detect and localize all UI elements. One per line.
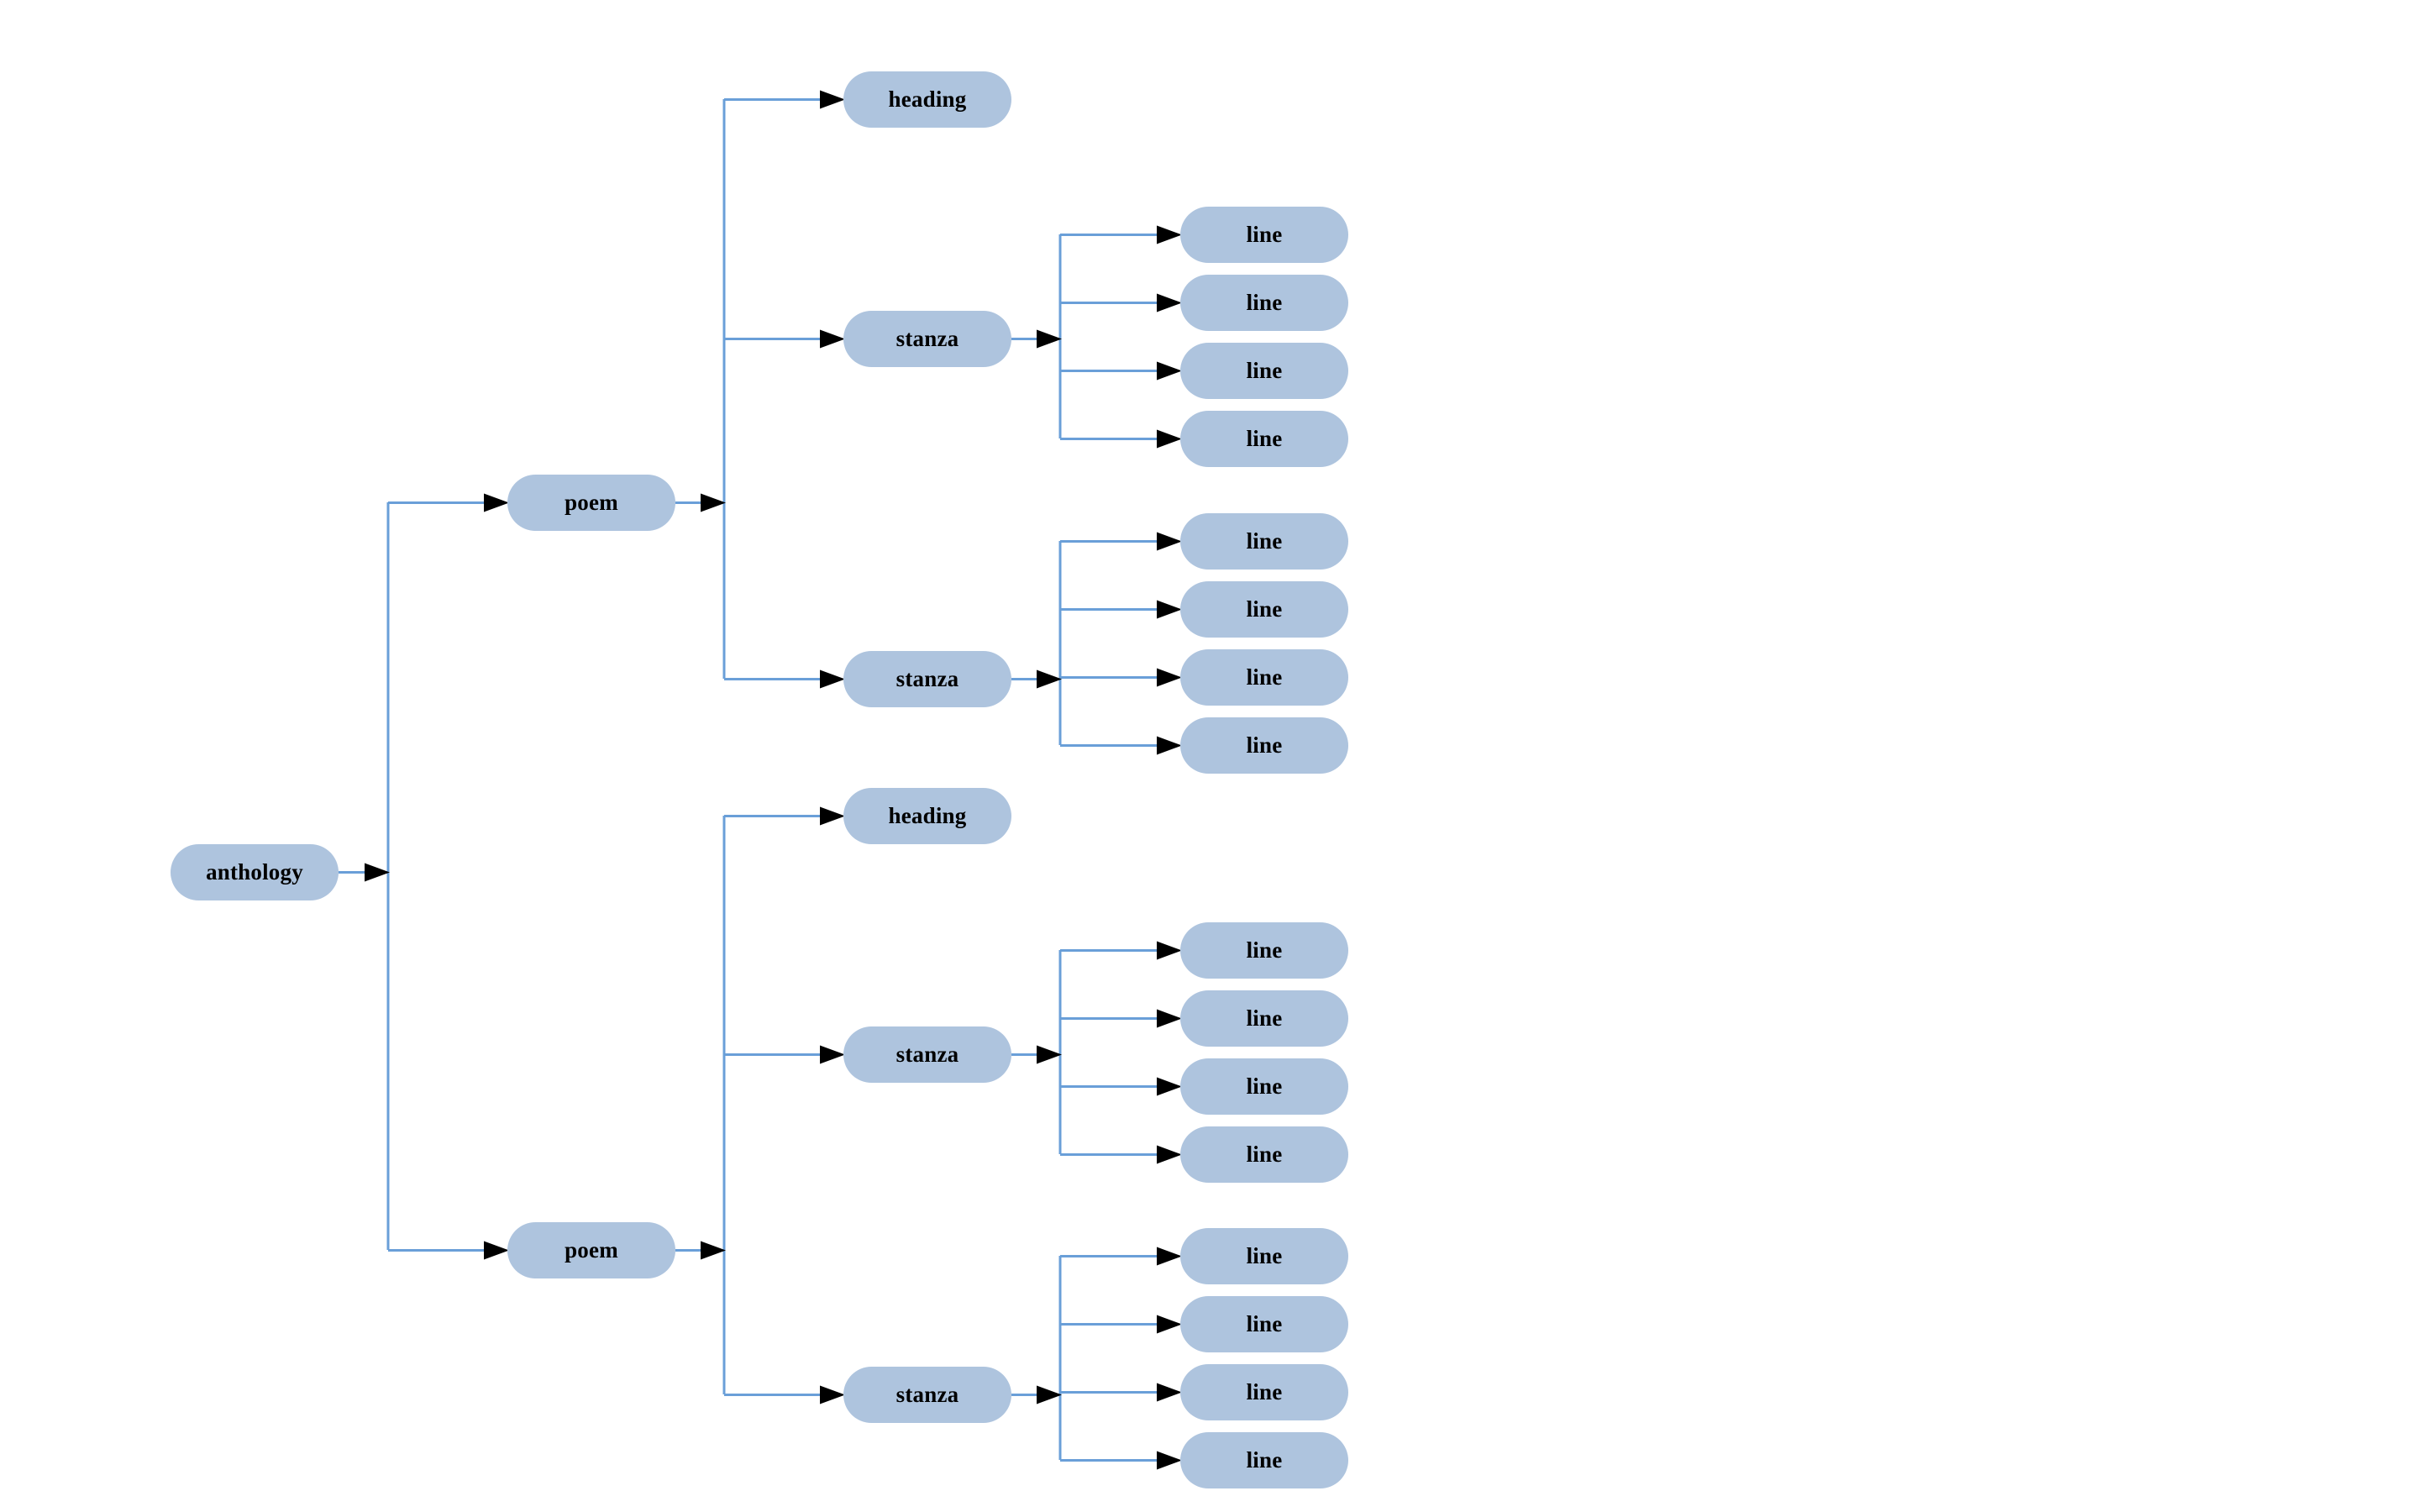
node-p2s1-line3[interactable]: line: [1180, 1058, 1348, 1115]
arrowhead-p1s1-line2: [1157, 293, 1182, 312]
node-p2s2-line2[interactable]: line: [1180, 1296, 1348, 1352]
arrowhead-p1s1-line4: [1157, 429, 1182, 449]
connector-lines: [339, 98, 1157, 1462]
node-p1s2-line1[interactable]: line: [1180, 513, 1348, 570]
node-p2-heading[interactable]: heading: [843, 788, 1011, 844]
node-p2s1-line4[interactable]: line: [1180, 1126, 1348, 1183]
arrow-heads: [365, 90, 1182, 1470]
arrowhead-p2s1-line4: [1157, 1145, 1182, 1164]
arrowhead-p2-heading: [820, 806, 845, 826]
node-poem2[interactable]: poem: [507, 1222, 675, 1278]
node-p1-heading[interactable]: heading: [843, 71, 1011, 128]
arrowhead-p1s2-line4: [1157, 736, 1182, 755]
arrowhead-poem1: [484, 493, 509, 512]
node-p1s1-line1[interactable]: line: [1180, 207, 1348, 263]
arrowhead-p2s2-line4: [1157, 1451, 1182, 1470]
node-p1s2-line4[interactable]: line: [1180, 717, 1348, 774]
arrowhead-p1-stanza1: [820, 329, 845, 349]
node-p1s2-line3[interactable]: line: [1180, 649, 1348, 706]
node-p2s2-line4[interactable]: line: [1180, 1432, 1348, 1488]
arrowhead-p2-stanza2: [820, 1385, 845, 1404]
arrowhead-p2s2-line2: [1157, 1315, 1182, 1334]
arrowhead-p2-stanza1: [820, 1045, 845, 1064]
arrowhead-p2s1-line2: [1157, 1009, 1182, 1028]
arrowhead-out-p1-stanza1: [1037, 329, 1062, 349]
arrowhead-out-poem1: [701, 493, 726, 512]
arrowhead-p1s2-line1: [1157, 532, 1182, 551]
node-p2-stanza1[interactable]: stanza: [843, 1026, 1011, 1083]
node-p1s2-line2[interactable]: line: [1180, 581, 1348, 638]
node-p1s1-line3[interactable]: line: [1180, 343, 1348, 399]
arrowhead-out-p1-stanza2: [1037, 669, 1062, 689]
node-p2s2-line3[interactable]: line: [1180, 1364, 1348, 1420]
node-p1-stanza1[interactable]: stanza: [843, 311, 1011, 367]
node-p2s1-line2[interactable]: line: [1180, 990, 1348, 1047]
arrowhead-out-p2-stanza2: [1037, 1385, 1062, 1404]
arrowhead-p1s1-line3: [1157, 361, 1182, 381]
node-poem1[interactable]: poem: [507, 475, 675, 531]
arrowhead-p1-heading: [820, 90, 845, 109]
arrowhead-out-poem2: [701, 1241, 726, 1260]
node-p1s1-line4[interactable]: line: [1180, 411, 1348, 467]
arrowhead-p1-stanza2: [820, 669, 845, 689]
arrowhead-p2s2-line1: [1157, 1247, 1182, 1266]
arrowhead-p2s2-line3: [1157, 1383, 1182, 1402]
arrowhead-p1s1-line1: [1157, 225, 1182, 244]
node-p2s2-line1[interactable]: line: [1180, 1228, 1348, 1284]
node-p2-stanza2[interactable]: stanza: [843, 1367, 1011, 1423]
arrowhead-out-anthology: [365, 863, 390, 882]
node-p1-stanza2[interactable]: stanza: [843, 651, 1011, 707]
arrowhead-out-p2-stanza1: [1037, 1045, 1062, 1064]
node-anthology[interactable]: anthology: [171, 844, 339, 900]
node-p1s1-line2[interactable]: line: [1180, 275, 1348, 331]
arrowhead-p1s2-line2: [1157, 600, 1182, 619]
arrowhead-poem2: [484, 1241, 509, 1260]
node-p2s1-line1[interactable]: line: [1180, 922, 1348, 979]
arrowhead-p2s1-line3: [1157, 1077, 1182, 1096]
arrowhead-p1s2-line3: [1157, 668, 1182, 687]
arrowhead-p2s1-line1: [1157, 941, 1182, 960]
